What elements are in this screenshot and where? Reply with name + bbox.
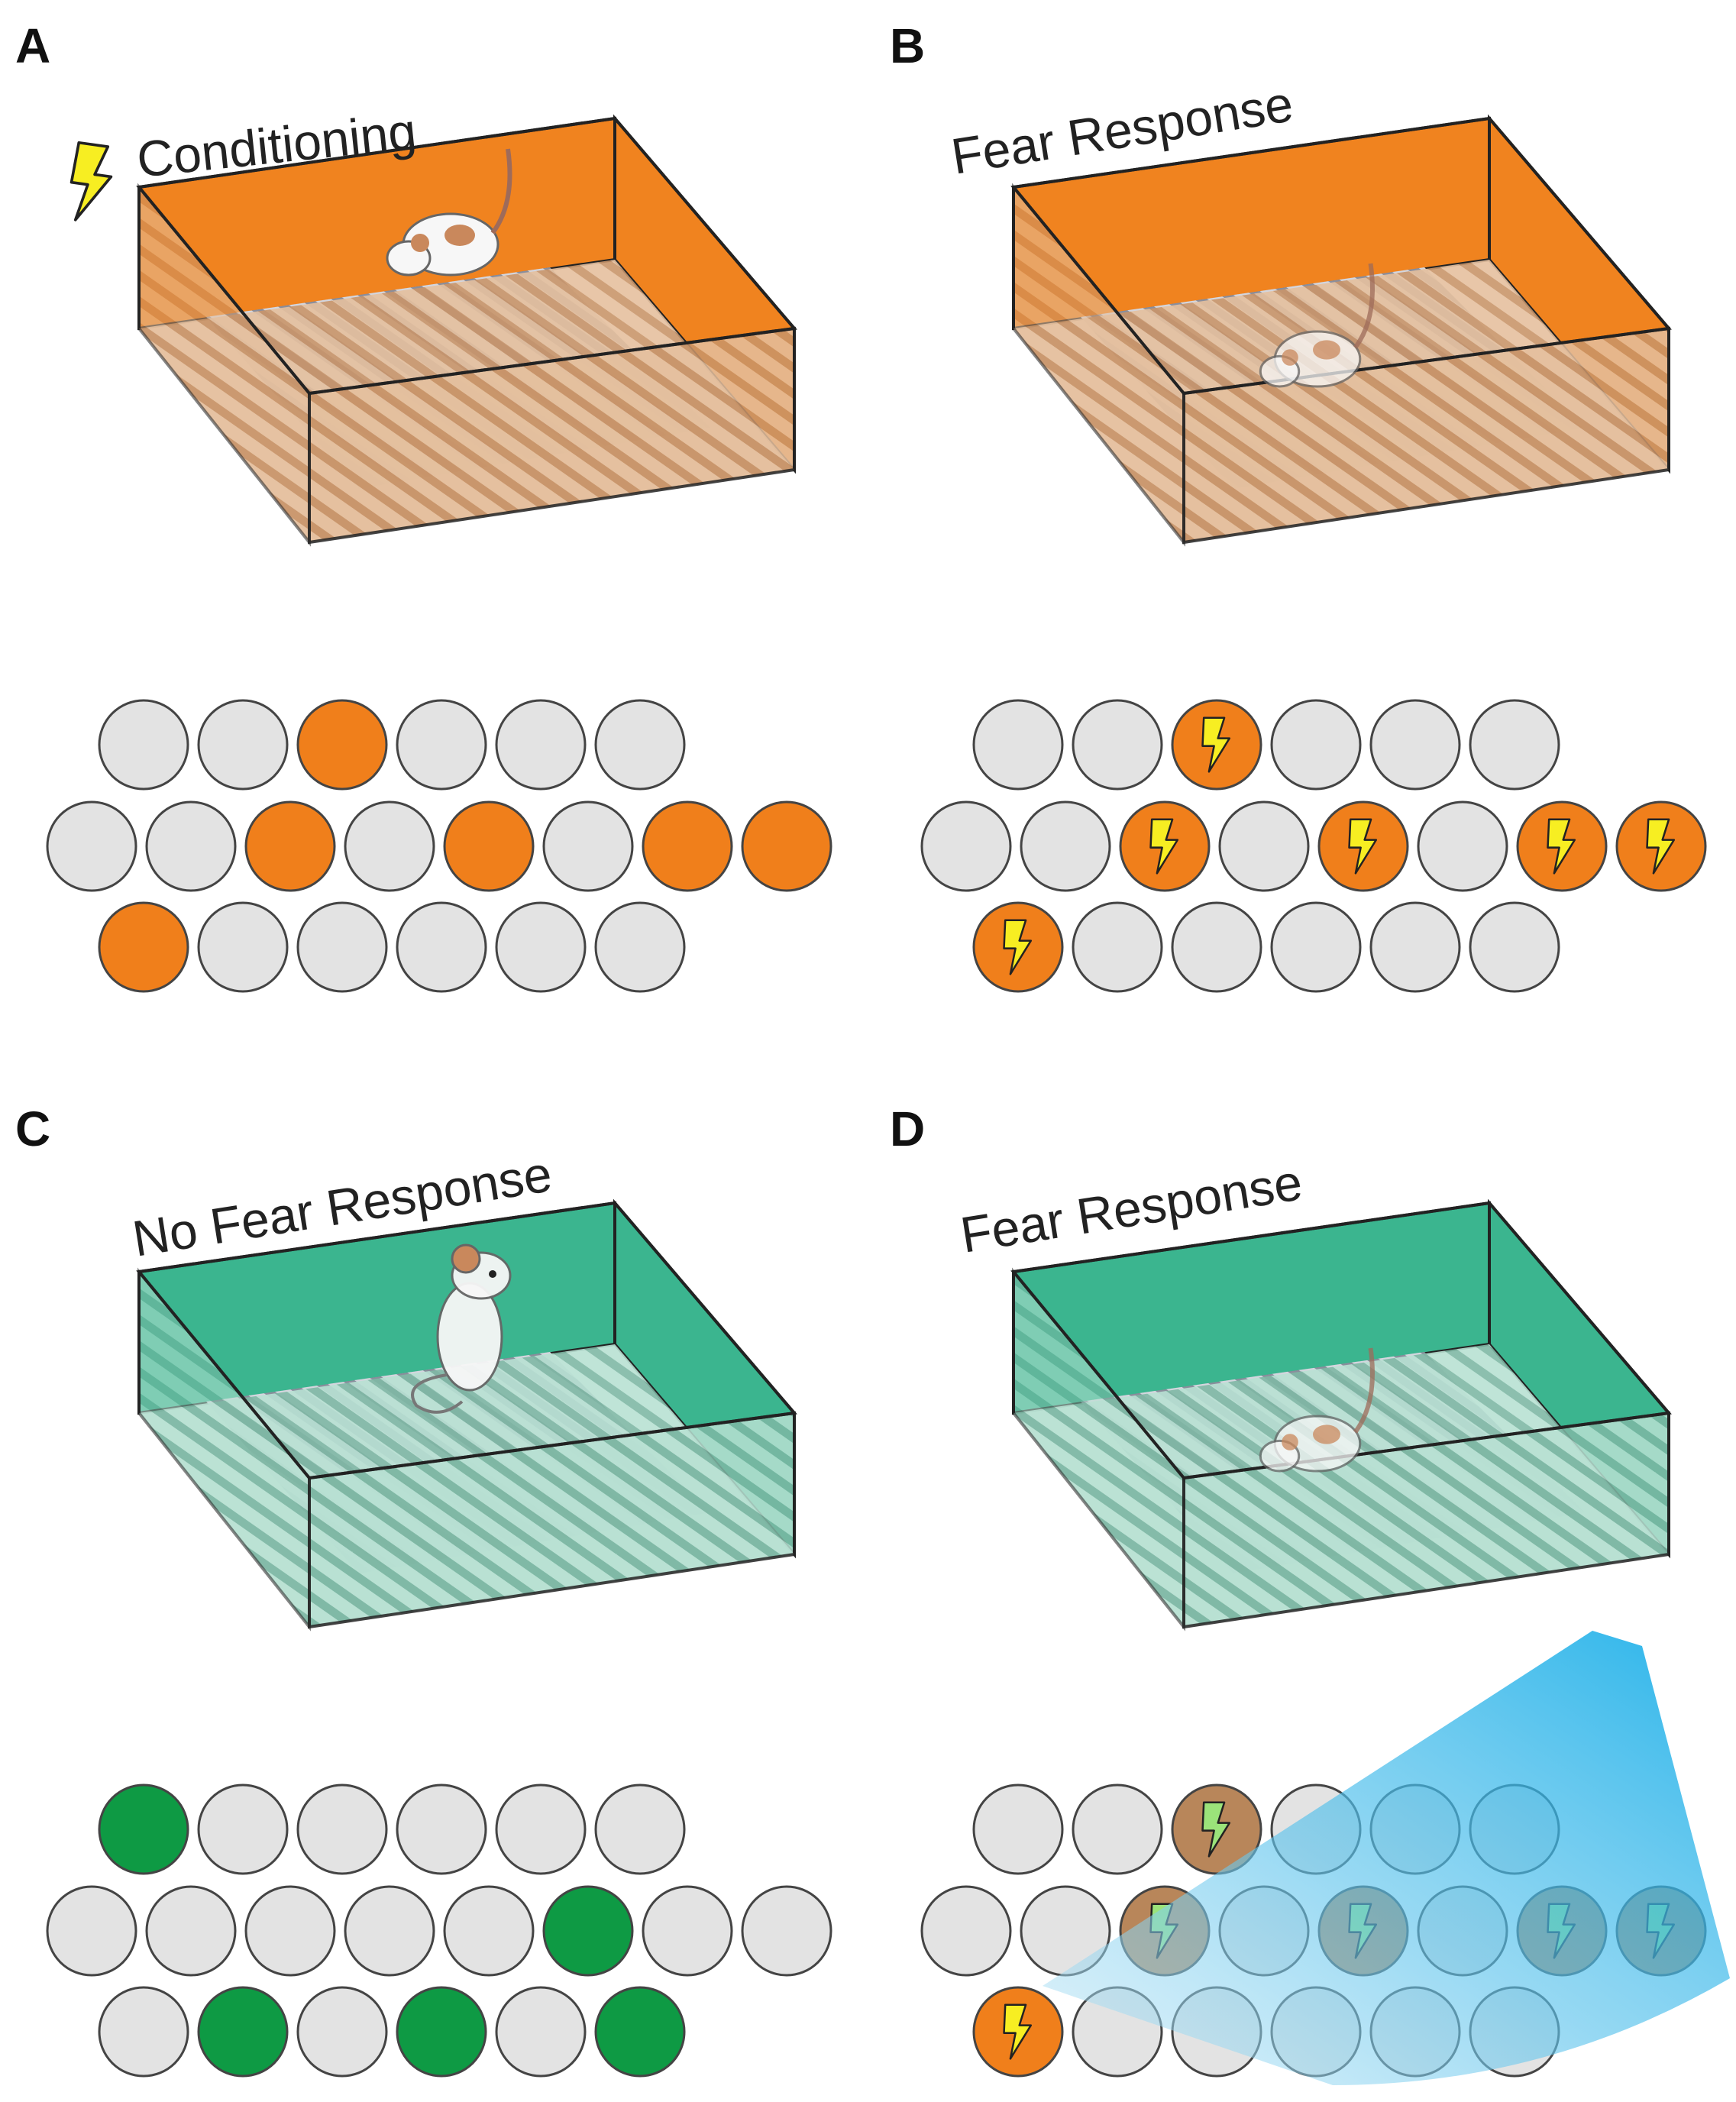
neuron-cell <box>1072 1783 1163 1875</box>
neuron-cell <box>1218 800 1310 892</box>
neuron-cell <box>1369 699 1461 791</box>
mouse-tail <box>490 148 512 234</box>
neuron-cell <box>98 699 189 791</box>
neuron-cell <box>920 800 1012 892</box>
neuron-cell <box>98 1986 189 2078</box>
mouse-c <box>411 1243 512 1414</box>
neuron-cell <box>1020 800 1111 892</box>
neuron-cell <box>1270 699 1362 791</box>
mouse-spot <box>1313 340 1340 360</box>
neuron-cell <box>495 901 587 993</box>
panel-a <box>46 114 832 993</box>
mouse-ear <box>411 234 429 252</box>
neuron-cell <box>244 800 336 892</box>
shock-bolt-icon <box>66 142 115 224</box>
panel-d <box>920 1198 1730 2085</box>
panel-c <box>46 1198 832 2078</box>
mouse-ear <box>1282 1434 1298 1450</box>
mouse-tail <box>1353 1347 1375 1434</box>
mouse-tail <box>411 1373 464 1414</box>
neuron-cell <box>296 699 388 791</box>
neuron-ensemble-b <box>920 699 1707 993</box>
optogenetic-light-cone <box>1043 1631 1730 2085</box>
panel-label-d: D <box>890 1101 925 1156</box>
neuron-cell <box>244 1885 336 1977</box>
neuron-cell <box>1469 699 1560 791</box>
mouse-tail <box>1353 263 1375 349</box>
neuron-cell <box>542 800 634 892</box>
neuron-cell <box>197 699 289 791</box>
neuron-cell <box>594 699 686 791</box>
neuron-cell <box>594 1986 686 2078</box>
neuron-cell <box>396 699 487 791</box>
neuron-cell <box>396 1783 487 1875</box>
mouse-a <box>386 148 512 276</box>
chamber-a <box>136 114 797 547</box>
panel-label-b: B <box>890 18 925 73</box>
neuron-cell <box>920 1885 1012 1977</box>
neuron-cell <box>972 1783 1064 1875</box>
chamber-d <box>1010 1198 1672 1631</box>
neuron-cell <box>98 901 189 993</box>
neuron-cell <box>1072 901 1163 993</box>
neuron-cell <box>1072 699 1163 791</box>
neuron-cell <box>542 1885 634 1977</box>
neuron-cell <box>1171 901 1262 993</box>
neuron-cell <box>396 1986 487 2078</box>
neuron-cell <box>46 1885 137 1977</box>
chamber-rim <box>136 116 797 396</box>
neuron-cell <box>98 1783 189 1875</box>
neuron-cell <box>443 800 535 892</box>
mouse-b <box>1259 263 1375 388</box>
neuron-cell <box>1469 901 1560 993</box>
mouse-body <box>436 1282 503 1392</box>
mouse-spot <box>445 225 475 246</box>
neuron-cell <box>594 1783 686 1875</box>
neuron-cell <box>1369 901 1461 993</box>
neuron-cell <box>594 901 686 993</box>
panel-label-a: A <box>15 18 50 73</box>
neuron-cell <box>296 1986 388 2078</box>
panel-label-c: C <box>15 1101 50 1156</box>
neuron-ensemble-c <box>46 1783 832 2078</box>
neuron-cell <box>495 1783 587 1875</box>
neuron-cell <box>1417 800 1508 892</box>
chamber-rim <box>1010 1201 1672 1480</box>
mouse-eye <box>489 1270 496 1278</box>
neuron-cell <box>642 800 733 892</box>
chamber-rim <box>136 1201 797 1480</box>
neuron-cell <box>197 901 289 993</box>
neuron-cell <box>396 901 487 993</box>
neuron-cell <box>145 1885 237 1977</box>
neuron-cell <box>495 699 587 791</box>
neuron-cell <box>972 699 1064 791</box>
neuron-cell <box>741 800 832 892</box>
neuron-cell <box>443 1885 535 1977</box>
mouse-ear <box>451 1243 481 1274</box>
neuron-cell <box>344 1885 435 1977</box>
neuron-cell <box>197 1783 289 1875</box>
neuron-cell <box>296 1783 388 1875</box>
panel-b <box>920 114 1707 993</box>
chamber-b <box>1010 114 1672 547</box>
neuron-cell <box>642 1885 733 1977</box>
neuron-cell <box>344 800 435 892</box>
neuron-cell <box>145 800 237 892</box>
mouse-d <box>1259 1347 1375 1473</box>
neuron-cell <box>46 800 137 892</box>
neuron-cell <box>495 1986 587 2078</box>
mouse-ear <box>1282 349 1298 366</box>
neuron-cell <box>741 1885 832 1977</box>
mouse-spot <box>1313 1425 1340 1444</box>
neuron-cell <box>197 1986 289 2078</box>
neuron-cell <box>296 901 388 993</box>
neuron-ensemble-a <box>46 699 832 993</box>
chamber-rim <box>1010 116 1672 396</box>
neuron-cell <box>1270 901 1362 993</box>
chamber-c <box>136 1198 797 1631</box>
